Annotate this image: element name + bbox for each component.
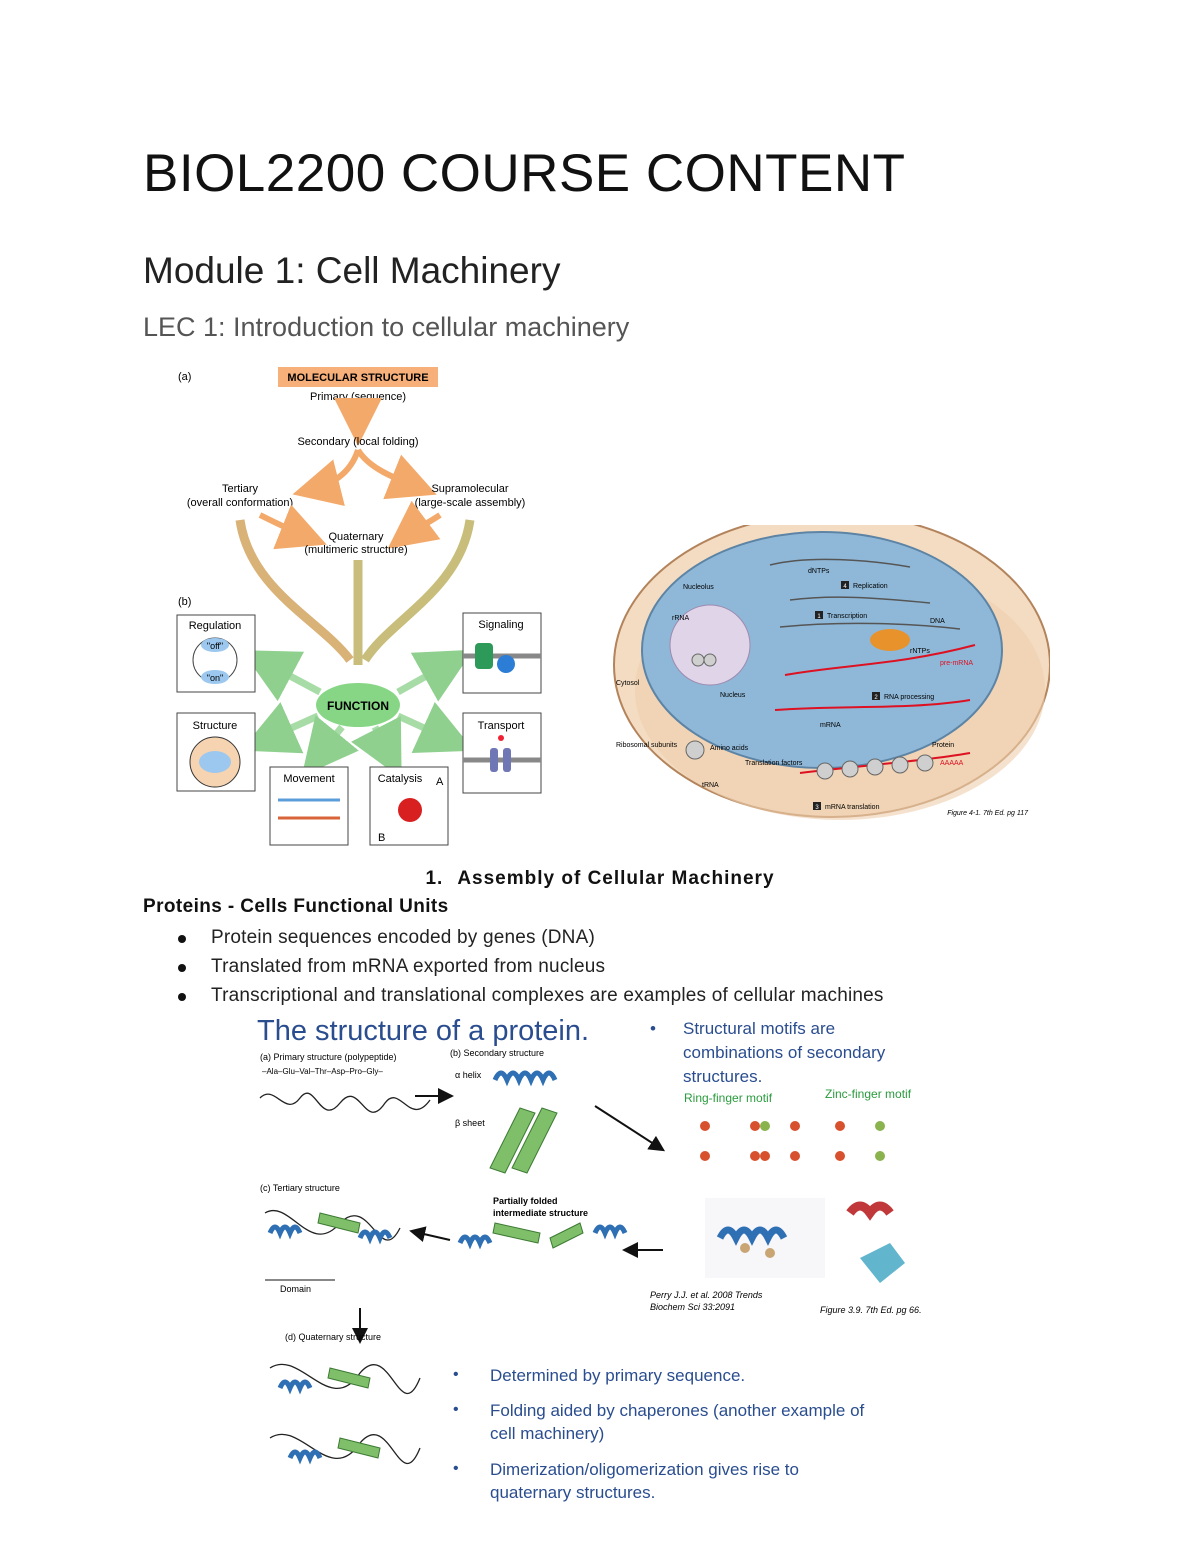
supramolecular-sub-label: (large-scale assembly) xyxy=(415,497,526,509)
module-heading: Module 1: Cell Machinery xyxy=(143,250,561,291)
tertiary-structure-label: (c) Tertiary structure xyxy=(260,1183,340,1193)
point-3-bullet: • xyxy=(453,1460,459,1477)
polya-label: AAAAA xyxy=(940,760,964,767)
protein-label: Protein xyxy=(932,742,954,749)
rna-processing-label: RNA processing xyxy=(884,694,934,701)
catalysis-label: Catalysis xyxy=(378,773,423,785)
function-label: FUNCTION xyxy=(327,699,389,713)
primary-structure-label: (a) Primary structure (polypeptide) xyxy=(260,1052,397,1062)
domain-label: Domain xyxy=(280,1284,311,1294)
bullet-list: Protein sequences encoded by genes (DNA)… xyxy=(175,925,884,1012)
step-3-number: 3 xyxy=(815,805,819,811)
rntps-label: rNTPs xyxy=(910,648,930,655)
dna-label: DNA xyxy=(930,618,945,625)
catalysis-a-label: A xyxy=(436,776,444,788)
motifs-line-3: structures. xyxy=(683,1067,762,1086)
quaternary-structure-label: (d) Quaternary structure xyxy=(285,1332,381,1342)
reference-line-2: Biochem Sci 33:2091 xyxy=(650,1302,735,1312)
alpha-helix-label: α helix xyxy=(455,1070,482,1080)
section-number: 1. xyxy=(425,868,444,889)
on-label: "on" xyxy=(207,673,223,683)
partially-folded-label-1: Partially folded xyxy=(493,1196,558,1206)
primary-label: Primary (sequence) xyxy=(310,391,406,403)
pre-mrna-label: pre-mRNA xyxy=(940,660,973,667)
nucleolus-label: Nucleolus xyxy=(683,584,714,591)
panel-a-label: (a) xyxy=(178,371,191,383)
rrna-label: rRNA xyxy=(672,615,689,622)
nucleus-label: Nucleus xyxy=(720,692,746,699)
off-label: "off" xyxy=(207,641,223,651)
replication-label: Replication xyxy=(853,583,888,590)
point-3-line-1: Dimerization/oligomerization gives rise … xyxy=(490,1460,799,1479)
ring-finger-label: Ring-finger motif xyxy=(684,1091,773,1105)
document-title: BIOL2200 COURSE CONTENT xyxy=(143,144,906,203)
cell-overview-figure: Nucleolus rRNA Nucleus Cytosol dNTPs 4 R… xyxy=(613,525,1050,820)
sequence-label: –Ala–Glu–Val–Thr–Asp–Pro–Gly– xyxy=(262,1067,383,1076)
point-1-line-1: Determined by primary sequence. xyxy=(490,1366,745,1385)
point-2-line-2: cell machinery) xyxy=(490,1424,604,1443)
zinc-finger-label: Zinc-finger motif xyxy=(825,1087,912,1101)
list-item: Translated from mRNA exported from nucle… xyxy=(175,954,884,983)
protein-figure-caption: Figure 3.9. 7th Ed. pg 66. xyxy=(820,1305,922,1315)
slide-title: The structure of a protein. xyxy=(257,1015,589,1047)
movement-label: Movement xyxy=(283,773,334,785)
translation-factors-label: Translation factors xyxy=(745,760,803,767)
mrna-translation-label: mRNA translation xyxy=(825,804,880,811)
list-item: Transcriptional and translational comple… xyxy=(175,983,884,1012)
point-1-bullet: • xyxy=(453,1366,459,1383)
signaling-label: Signaling xyxy=(478,619,523,631)
ring-finger-diagram xyxy=(700,1121,800,1161)
motifs-bullet-dot: • xyxy=(650,1019,656,1038)
beta-sheet-label: β sheet xyxy=(455,1118,485,1128)
sub-heading: Proteins - Cells Functional Units xyxy=(143,896,449,917)
dntps-label: dNTPs xyxy=(808,568,830,575)
quaternary-label: Quaternary xyxy=(328,531,384,543)
lecture-heading: LEC 1: Introduction to cellular machiner… xyxy=(143,312,630,342)
molecular-structure-header: MOLECULAR STRUCTURE xyxy=(287,372,428,384)
structure-function-figure: (a) MOLECULAR STRUCTURE Primary (sequenc… xyxy=(176,367,542,846)
quaternary-sub-label: (multimeric structure) xyxy=(304,544,407,556)
section-heading: 1. Assembly of Cellular Machinery xyxy=(0,868,1200,890)
motifs-line-1: Structural motifs are xyxy=(683,1019,835,1038)
amino-acids-label: Amino acids xyxy=(710,745,749,752)
panel-b-label: (b) xyxy=(178,596,191,608)
catalysis-b-label: B xyxy=(378,832,385,844)
tertiary-label: Tertiary xyxy=(222,483,259,495)
step-2-number: 2 xyxy=(874,695,878,701)
motifs-line-2: combinations of secondary xyxy=(683,1043,886,1062)
cytosol-label: Cytosol xyxy=(616,680,640,687)
supramolecular-label: Supramolecular xyxy=(431,483,508,495)
protein-structure-slide: The structure of a protein. • Structural… xyxy=(257,1015,922,1502)
cell-figure-caption: Figure 4-1. 7th Ed. pg 117 xyxy=(947,810,1029,817)
trna-label: tRNA xyxy=(702,782,719,789)
partially-folded-label-2: intermediate structure xyxy=(493,1208,588,1218)
ribosomal-subunits-label: Ribosomal subunits xyxy=(616,742,678,749)
point-2-line-1: Folding aided by chaperones (another exa… xyxy=(490,1401,865,1420)
regulation-label: Regulation xyxy=(189,620,242,632)
list-item: Protein sequences encoded by genes (DNA) xyxy=(175,925,884,954)
step-4-number: 4 xyxy=(843,584,847,590)
point-2-bullet: • xyxy=(453,1401,459,1418)
transcription-label: Transcription xyxy=(827,613,867,620)
zinc-finger-diagram xyxy=(835,1121,885,1161)
section-title: Assembly of Cellular Machinery xyxy=(457,868,775,889)
step-1-number: 1 xyxy=(817,614,821,620)
tertiary-sub-label: (overall conformation) xyxy=(187,497,293,509)
secondary-label: Secondary (local folding) xyxy=(297,436,418,448)
reference-line-1: Perry J.J. et al. 2008 Trends xyxy=(650,1290,763,1300)
secondary-structure-label: (b) Secondary structure xyxy=(450,1048,544,1058)
point-3-line-2: quaternary structures. xyxy=(490,1483,655,1502)
mrna-label: mRNA xyxy=(820,722,841,729)
transport-label: Transport xyxy=(478,720,525,732)
structure-label: Structure xyxy=(193,720,238,732)
